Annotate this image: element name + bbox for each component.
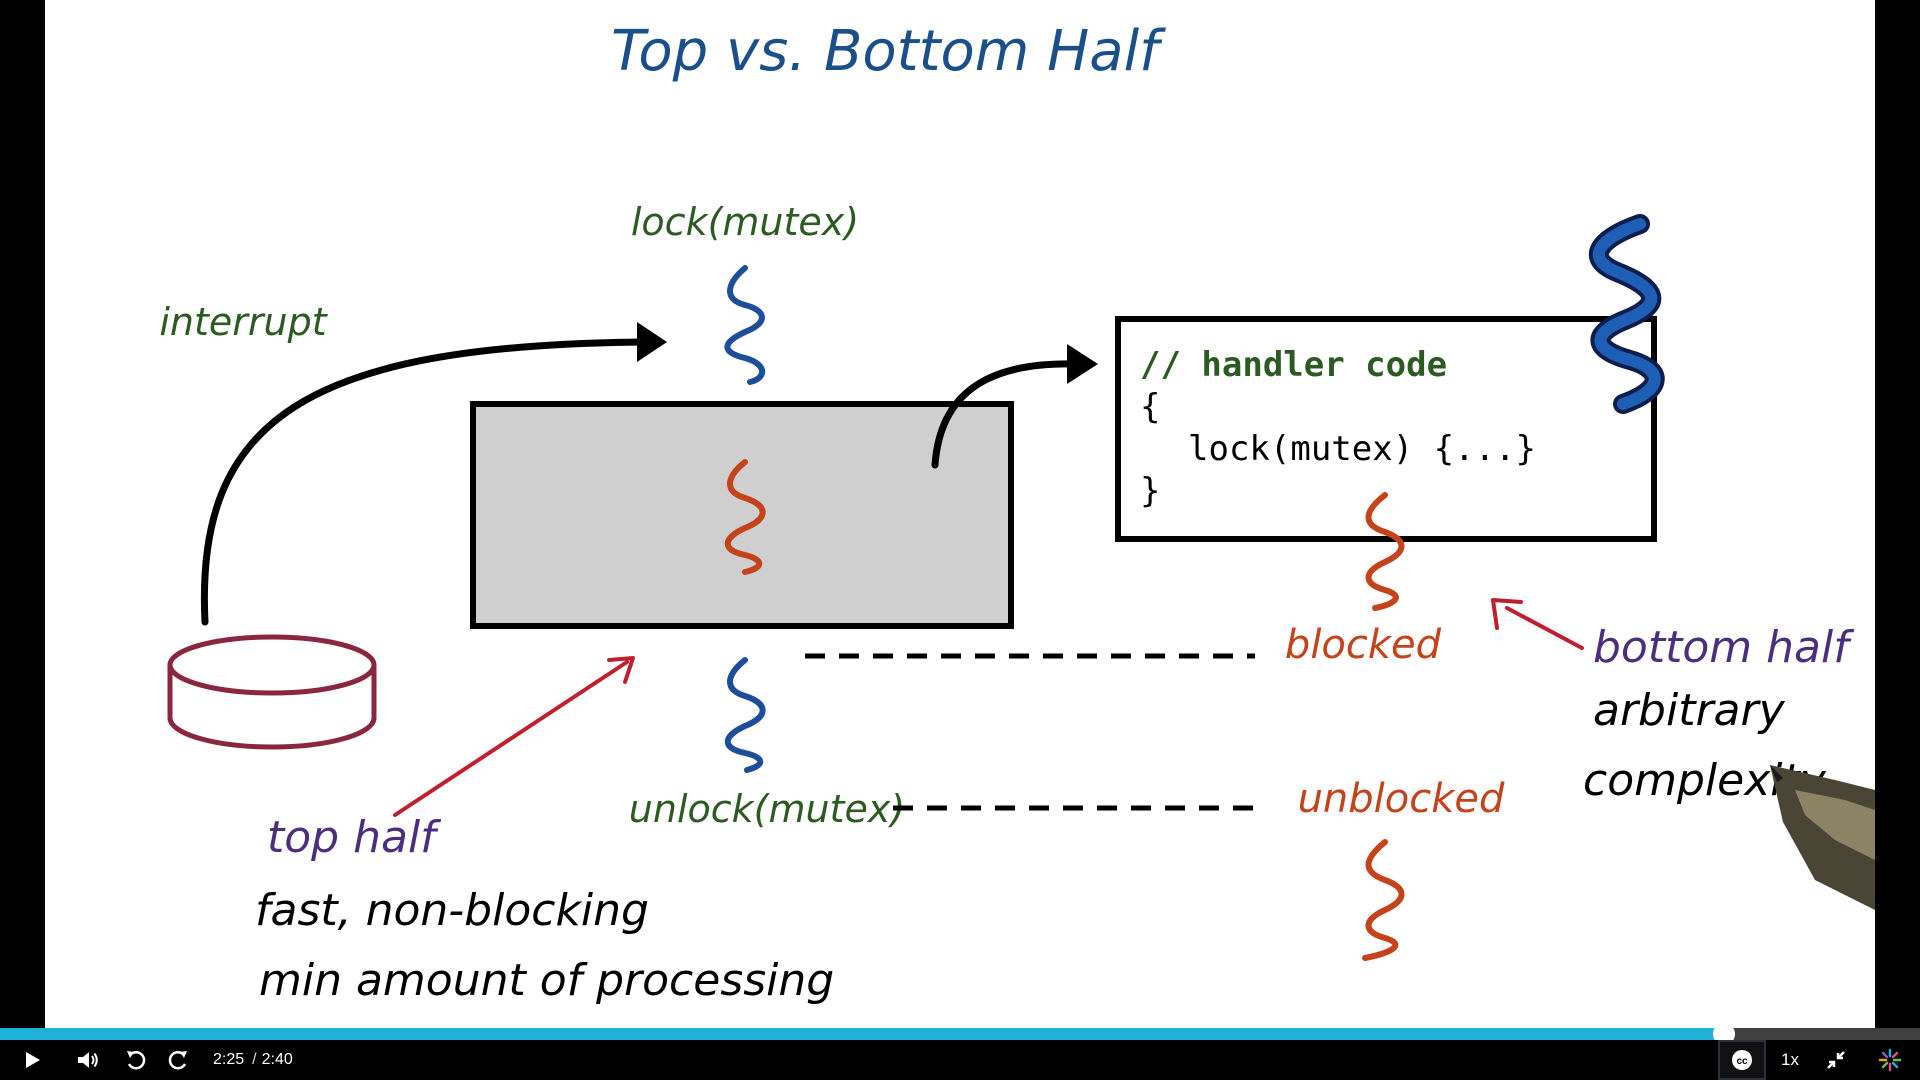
- handler-code-box: [1115, 316, 1657, 542]
- handler-code-lock-line: lock(mutex) {...}: [1188, 429, 1536, 469]
- handler-arrowhead: [1067, 344, 1098, 384]
- rewind-button[interactable]: [118, 1040, 154, 1080]
- interrupt-context-box: [470, 401, 1014, 629]
- top-half-line2: min amount of processing: [259, 955, 834, 1006]
- forward-button[interactable]: [160, 1040, 196, 1080]
- forward-icon: [168, 1051, 187, 1070]
- brand-logo[interactable]: [1872, 1040, 1908, 1080]
- released-thread-icon: [724, 657, 766, 773]
- playback-speed-button[interactable]: 1x: [1770, 1040, 1810, 1080]
- interrupt-thread-icon: [724, 459, 766, 575]
- video-controls: 2:25 / 2:40 cc 1x: [0, 1040, 1920, 1080]
- playback-speed-label: 1x: [1781, 1050, 1799, 1069]
- rewind-icon: [127, 1051, 146, 1070]
- duration: 2:40: [261, 1051, 293, 1068]
- progress-bar-fill: [0, 1028, 1724, 1040]
- unblocked-label: unblocked: [1298, 776, 1505, 822]
- bottom-half-title: bottom half: [1593, 622, 1855, 673]
- top-half-line1: fast, non-blocking: [255, 885, 649, 936]
- time-display: 2:25 / 2:40: [213, 1040, 293, 1080]
- waiting-thread-icon: [724, 265, 766, 385]
- current-time: 2:25: [213, 1051, 245, 1068]
- time-separator: /: [252, 1051, 257, 1068]
- whiteboard-slide: Top vs. Bottom Half lock(mutex) interrup…: [159, 19, 1875, 1006]
- video-frame[interactable]: Top vs. Bottom Half lock(mutex) interrup…: [45, 0, 1875, 1028]
- slide-title: Top vs. Bottom Half: [611, 19, 1166, 84]
- interrupt-arrowhead: [637, 322, 667, 362]
- handler-arrow: [931, 360, 1079, 469]
- progress-bar-handle[interactable]: [1713, 1023, 1735, 1045]
- svg-text:cc: cc: [1736, 1056, 1748, 1067]
- device-disk-icon: [167, 634, 377, 750]
- volume-button[interactable]: [70, 1040, 106, 1080]
- handler-code-comment: // handler code: [1140, 345, 1447, 385]
- top-half-arrowhead: [607, 656, 635, 684]
- top-half-title: top half: [267, 812, 442, 863]
- volume-icon: [78, 1052, 98, 1068]
- top-half-arrow: [393, 660, 629, 817]
- handler-code-close-brace: }: [1140, 471, 1160, 511]
- lock-holder-thread-icon: [1592, 218, 1661, 410]
- exit-fullscreen-button[interactable]: [1818, 1040, 1854, 1080]
- blocked-label: blocked: [1285, 622, 1442, 668]
- handler-code-open-brace: {: [1140, 387, 1160, 427]
- interrupt-label: interrupt: [159, 300, 328, 344]
- bottom-half-arrow: [1505, 606, 1584, 650]
- bottom-half-arrowhead: [1491, 598, 1523, 630]
- interrupt-arrow: [200, 338, 649, 626]
- unlock-mutex-label: unlock(mutex): [629, 787, 905, 831]
- exit-fullscreen-icon: [1827, 1051, 1845, 1069]
- play-icon: [26, 1052, 40, 1068]
- progress-bar[interactable]: [0, 1023, 1920, 1045]
- brand-logo-icon: [1878, 1048, 1902, 1072]
- closed-captions-button[interactable]: cc: [1718, 1040, 1766, 1080]
- play-button[interactable]: [14, 1040, 50, 1080]
- unblocked-thread-icon: [1362, 839, 1405, 961]
- lock-mutex-label: lock(mutex): [631, 200, 859, 244]
- pen-icon: [1770, 765, 1875, 910]
- closed-captions-icon: cc: [1732, 1050, 1752, 1070]
- blocked-thread-icon: [1365, 492, 1405, 611]
- bottom-half-line1: arbitrary: [1593, 685, 1786, 736]
